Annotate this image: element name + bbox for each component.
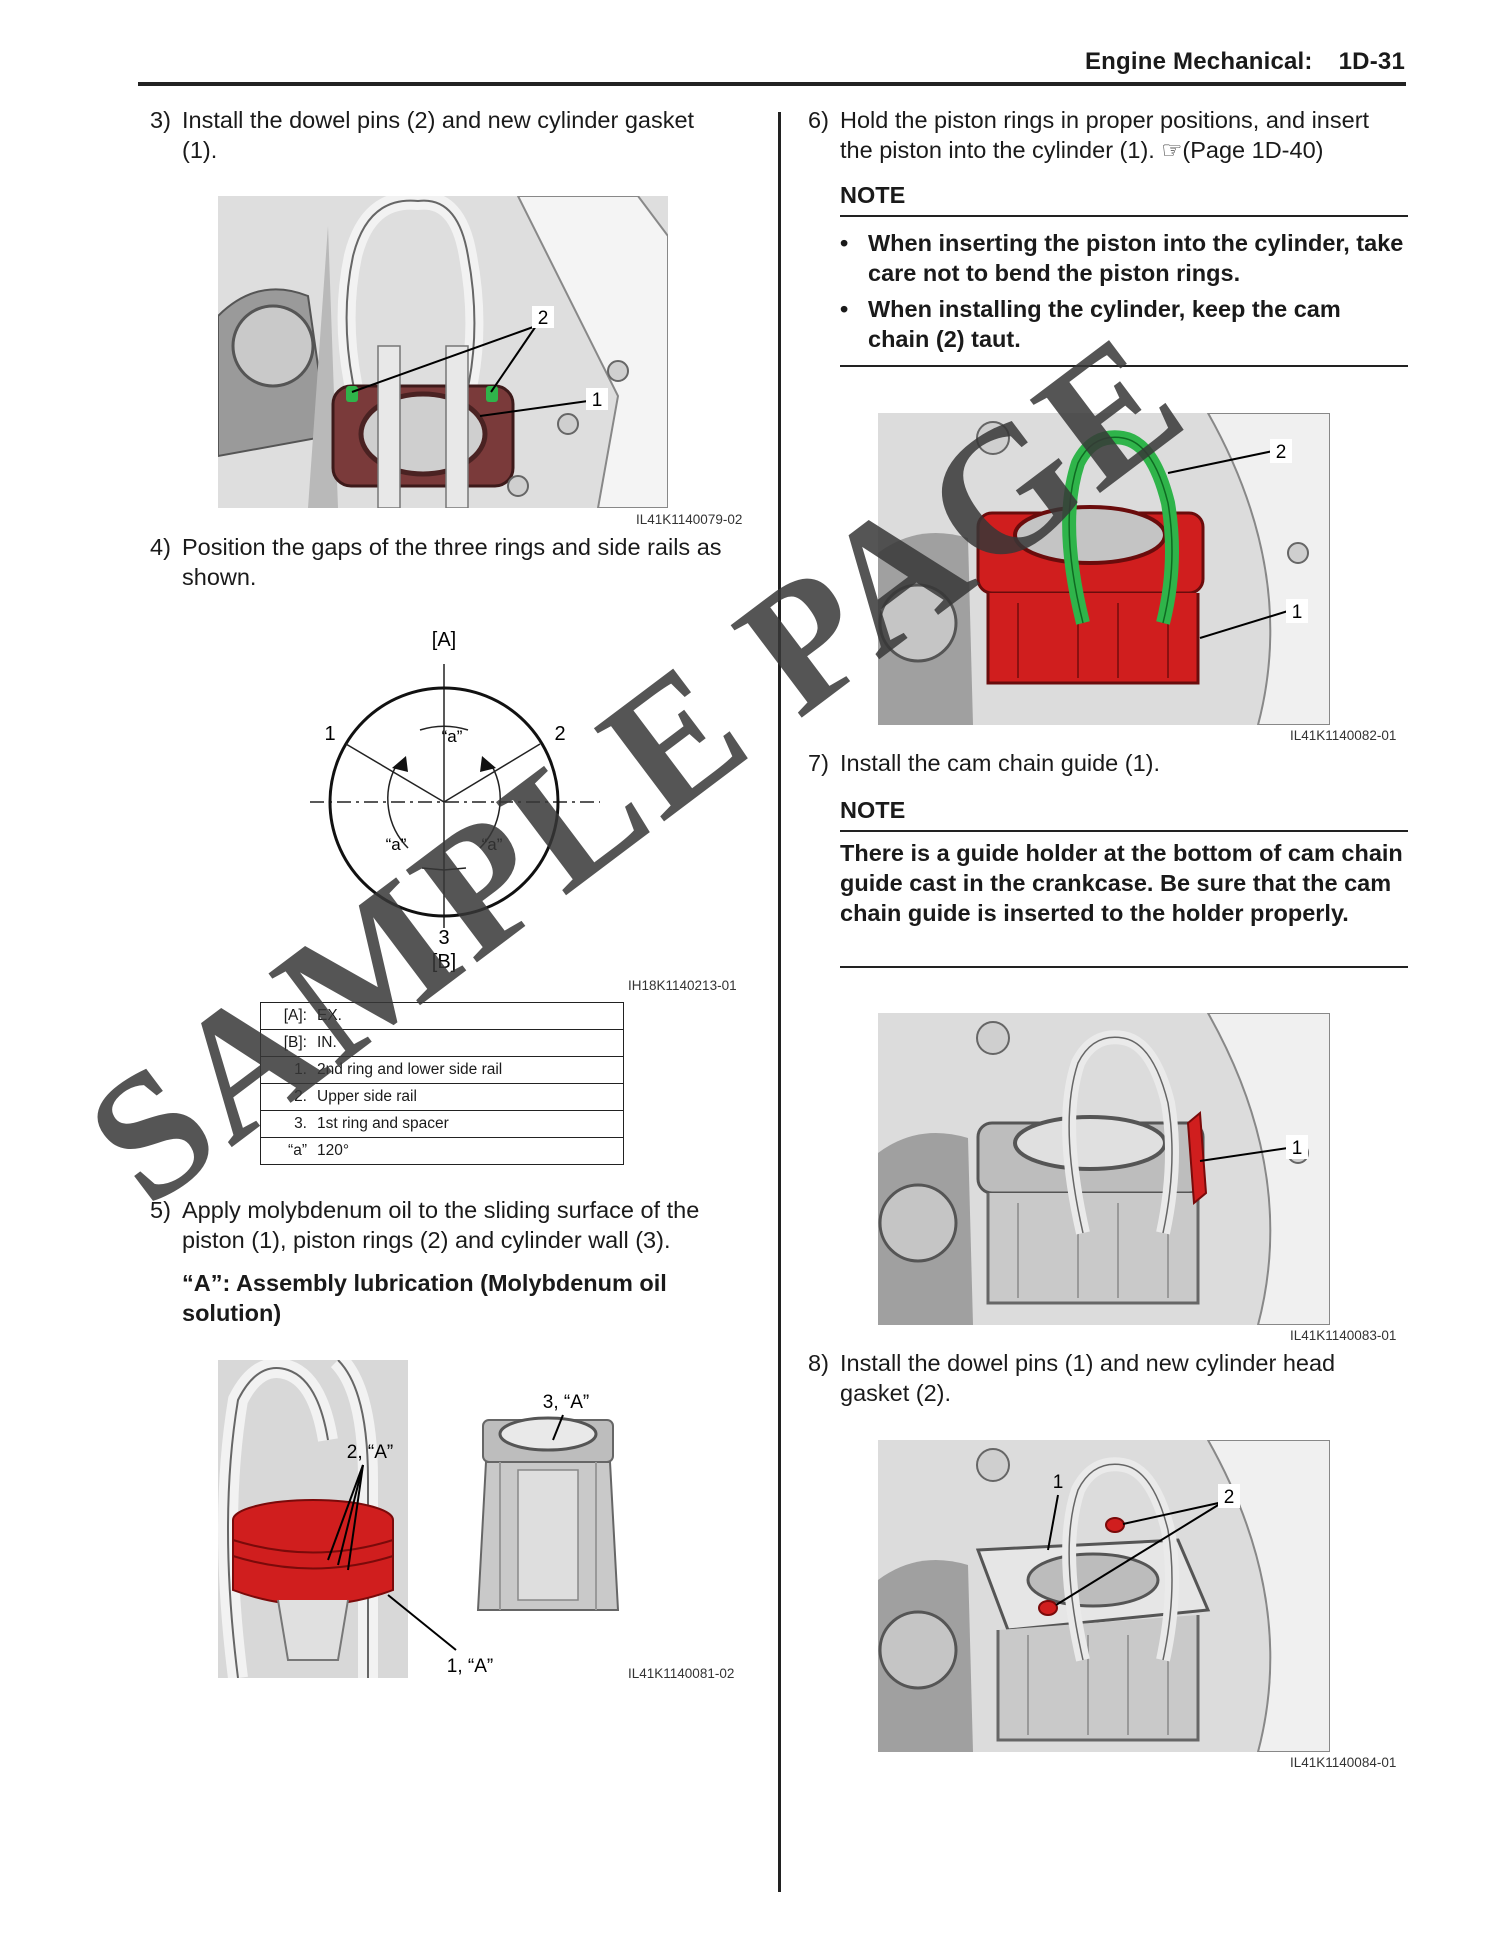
figure-head-gasket: 1 2: [878, 1440, 1330, 1752]
note-body: There is a guide holder at the bottom of…: [840, 840, 1403, 926]
step-number: 6): [808, 107, 829, 133]
label-1: 1: [324, 723, 335, 745]
legend-table: [A]:EX. [B]:IN. 1.2nd ring and lower sid…: [260, 1002, 624, 1165]
note-rule-bottom: [840, 966, 1408, 968]
figure-id: IL41K1140084-01: [1290, 1755, 1397, 1770]
step-number: 3): [150, 107, 171, 133]
callout-2: 2: [1224, 1487, 1235, 1508]
section-title: Engine Mechanical:: [1084, 48, 1313, 75]
table-row: 3.1st ring and spacer: [260, 1110, 624, 1138]
figure-cylinder-installation: 2 1: [878, 413, 1330, 725]
figure-cam-chain-guide: 1: [878, 1013, 1330, 1325]
callout-2: 2: [538, 308, 549, 329]
step-number: 7): [808, 750, 829, 776]
column-divider: [778, 112, 781, 1892]
note-body: When inserting the piston into the cylin…: [840, 228, 1408, 360]
figure-id: IL41K1140083-01: [1290, 1328, 1397, 1343]
label-ex: [A]: [432, 629, 456, 651]
note-title: NOTE: [840, 182, 906, 208]
step-8: 8) Install the dowel pins (1) and new cy…: [808, 1348, 1408, 1408]
note-rule-top: [840, 830, 1408, 832]
label-2: 2: [554, 723, 565, 745]
step-text: Install the dowel pins (1) and new cylin…: [840, 1350, 1336, 1406]
step-number: 5): [150, 1197, 171, 1223]
lubrication-spec: “A”: Assembly lubrication (Molybdenum oi…: [182, 1270, 667, 1326]
callout-1a: 1, “A”: [447, 1656, 493, 1677]
label-3: 3: [438, 927, 449, 949]
step-3: 3) Install the dowel pins (2) and new cy…: [150, 105, 730, 165]
page-number: 1D-31: [1338, 48, 1405, 75]
step-7: 7) Install the cam chain guide (1).: [808, 748, 1408, 778]
table-row: [A]:EX.: [260, 1002, 624, 1030]
callout-1: 1: [592, 390, 603, 411]
step-text: Install the cam chain guide (1).: [840, 750, 1161, 776]
callout-2a: 2, “A”: [347, 1442, 393, 1463]
label-in: [B]: [432, 951, 456, 973]
angle-a-left: “a”: [386, 835, 407, 854]
figure-id: IL41K1140082-01: [1290, 728, 1397, 743]
note-item: When inserting the piston into the cylin…: [840, 228, 1408, 288]
figure-id: IL41K1140079-02: [636, 512, 743, 527]
step-text: Position the gaps of the three rings and…: [182, 534, 722, 590]
note-item: When installing the cylinder, keep the c…: [840, 294, 1408, 354]
table-row: 1.2nd ring and lower side rail: [260, 1056, 624, 1084]
header-rule: [138, 82, 1406, 86]
page-header: Engine Mechanical: 1D-31: [1085, 48, 1405, 76]
angle-a-top: “a”: [442, 727, 463, 746]
callout-1: 1: [1292, 602, 1303, 623]
table-row: [B]:IN.: [260, 1029, 624, 1057]
step-number: 8): [808, 1350, 829, 1376]
note-rule-bottom: [840, 365, 1408, 367]
figure-molybdenum-oil: 2, “A” 3, “A” 1, “A”: [218, 1360, 668, 1678]
table-row: “a”120°: [260, 1137, 624, 1165]
note-rule-top: [840, 215, 1408, 217]
step-text: Hold the piston rings in proper position…: [840, 107, 1370, 163]
callout-1: 1: [1053, 1472, 1064, 1493]
note-title: NOTE: [840, 797, 906, 823]
step-6: 6) Hold the piston rings in proper posit…: [808, 105, 1408, 165]
step-number: 4): [150, 534, 171, 560]
ring-gap-diagram: [A] [B] 1 2 3 “a” “a” “a”: [310, 618, 600, 978]
callout-3a: 3, “A”: [543, 1392, 589, 1413]
angle-a-right: “a”: [482, 835, 503, 854]
figure-id: IH18K1140213-01: [628, 978, 737, 993]
step-5: 5) Apply molybdenum oil to the sliding s…: [150, 1195, 740, 1255]
figure-dowel-pins-cylinder-gasket: 2 1: [218, 196, 668, 508]
callout-2: 2: [1276, 442, 1287, 463]
step-text: Install the dowel pins (2) and new cylin…: [182, 107, 695, 163]
figure-id: IL41K1140081-02: [628, 1666, 735, 1681]
callout-1: 1: [1292, 1138, 1303, 1159]
step-4: 4) Position the gaps of the three rings …: [150, 532, 730, 592]
step-text: Apply molybdenum oil to the sliding surf…: [182, 1197, 700, 1253]
